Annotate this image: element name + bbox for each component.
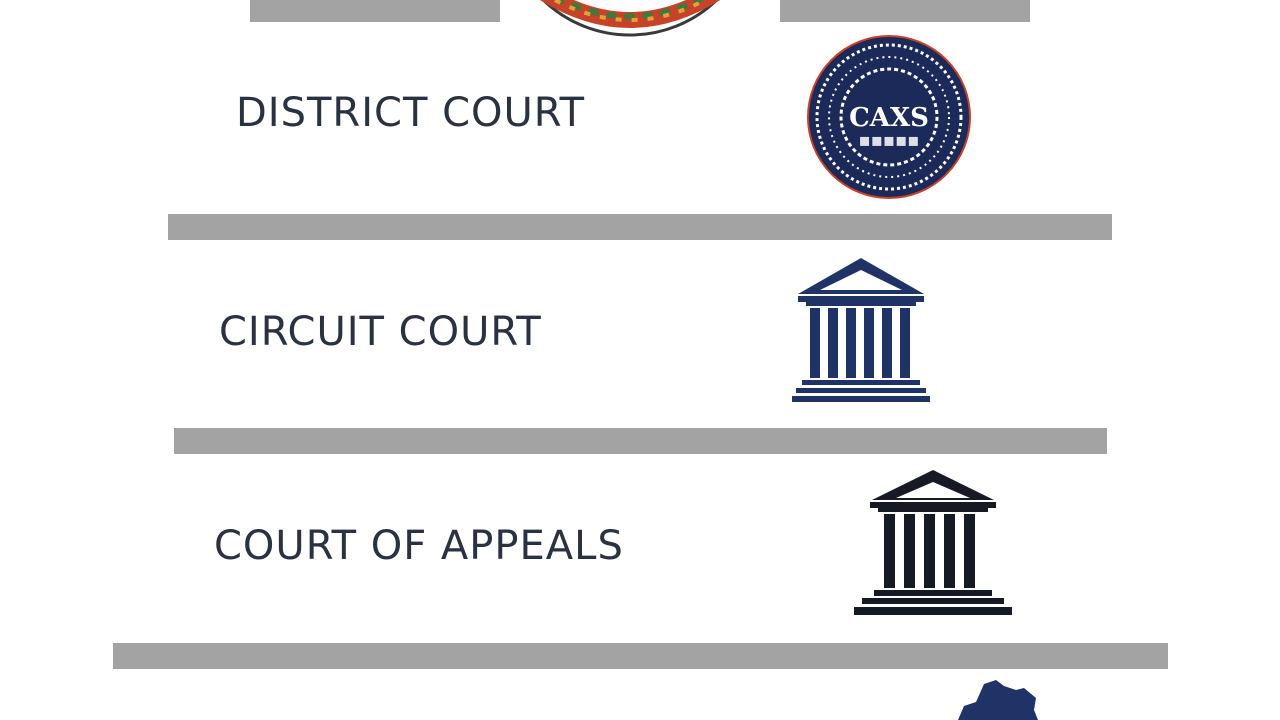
courthouse-icon bbox=[792, 258, 930, 402]
level-label-court-of-appeals: COURT OF APPEALS bbox=[214, 523, 624, 569]
courthouse-icon bbox=[854, 470, 1012, 615]
tier-bar-top-right bbox=[780, 0, 1030, 22]
state-map-icon bbox=[958, 680, 1038, 720]
tier-bar-2 bbox=[174, 428, 1107, 454]
seal-text: CAXS bbox=[849, 103, 929, 133]
court-seal-icon: CAXS ▪▪▪▪▪ bbox=[807, 35, 971, 199]
state-seal-icon bbox=[540, 0, 720, 37]
tier-bar-1 bbox=[168, 214, 1112, 240]
tier-bar-3 bbox=[113, 643, 1168, 669]
level-label-district-court: DISTRICT COURT bbox=[236, 90, 586, 136]
tier-bar-top-left bbox=[250, 0, 500, 22]
svg-text:▪▪▪▪▪: ▪▪▪▪▪ bbox=[859, 130, 920, 151]
level-label-circuit-court: CIRCUIT COURT bbox=[219, 309, 542, 355]
